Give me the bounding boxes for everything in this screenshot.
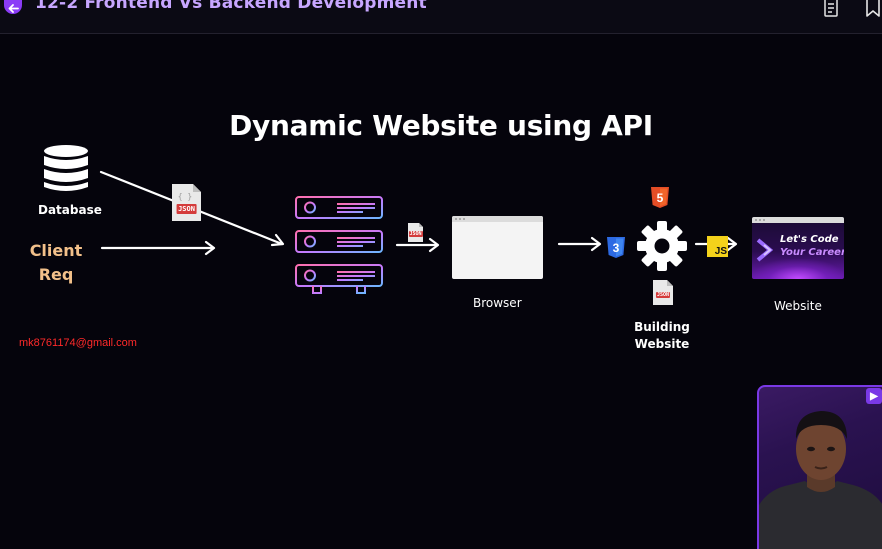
building-line2: Website [634,337,690,351]
notes-icon [824,0,838,17]
json-tag: JSON [655,292,671,298]
json-file-icon: JSON [652,279,674,306]
json-file-icon: { } JSON [171,183,202,222]
browser-label: Browser [473,296,522,310]
css3-icon: 3 [607,237,625,258]
browser-chrome [452,216,543,222]
presenter-webcam: ▶ [757,385,882,549]
back-button[interactable] [4,0,22,14]
client-req-label: Client Req [26,239,86,287]
video-badge[interactable]: ▶ [866,388,882,404]
building-line1: Building [634,320,690,334]
building-website-label: Building Website [626,319,698,353]
notes-button[interactable] [822,0,840,17]
lesson-header: 12-2 Frontend Vs Backend Development [0,0,882,34]
bookmark-icon [866,0,880,17]
server-stack-icon [295,196,383,294]
lecture-slide: Dynamic Website using API Database Clien… [0,35,882,549]
website-preview-line2: Your Career [780,247,844,258]
slide-title: Dynamic Website using API [229,109,653,142]
bookmark-button[interactable] [864,0,882,17]
website-chrome [752,217,844,223]
flow-arrows [99,170,738,256]
svg-text:{ }: { } [178,192,192,201]
browser-window [452,216,543,279]
lesson-title: 12-2 Frontend Vs Backend Development [35,0,427,13]
gear-icon [637,221,687,271]
website-preview-line1: Let's Code [780,234,839,245]
js-badge-text: JS [714,246,727,257]
arrow-left-icon [8,4,19,13]
database-label: Database [38,203,102,217]
email-watermark: mk8761174@gmail.com [19,337,137,349]
client-req-line2: Req [38,265,74,284]
html5-icon: 5 [651,187,669,208]
database-icon [44,145,88,191]
css-badge-text: 3 [613,241,620,255]
html-badge-text: 5 [657,191,664,205]
json-tag: JSON [408,231,423,237]
presenter-icon [759,411,882,549]
website-label: Website [774,299,822,313]
chevron-right-icon [756,238,774,262]
json-file-icon: JSON [407,222,424,243]
client-req-line1: Client [29,241,83,260]
website-preview: Let's Code Your Career [752,217,844,279]
json-tag: JSON [176,204,197,214]
javascript-icon: JS [707,236,728,257]
